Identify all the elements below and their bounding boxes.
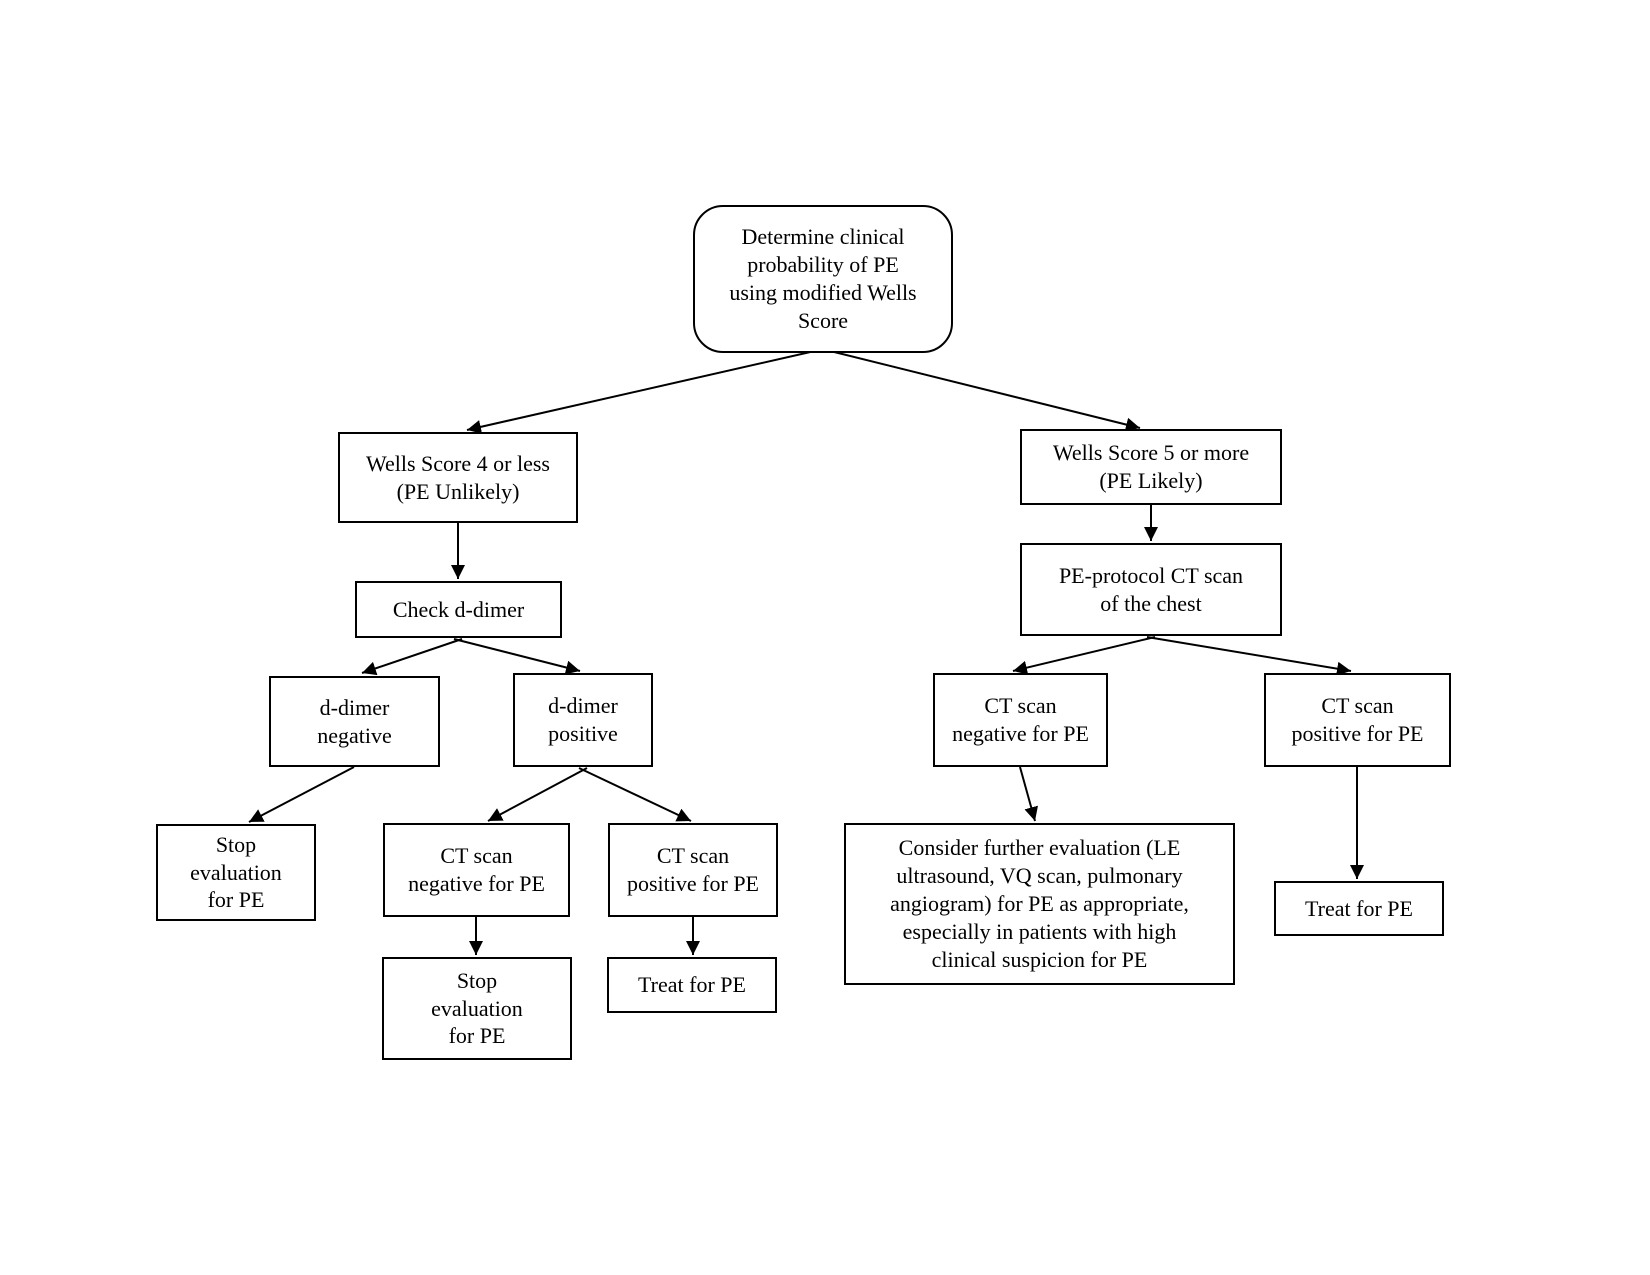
arrow-ddimer-positive-to-ct-negative [487, 767, 588, 822]
arrow-pe-protocol-to-ct-positive [1146, 636, 1352, 676]
node-ct-scan-negative-right: CT scan negative for PE [933, 673, 1108, 767]
node-d-dimer-positive: d-dimer positive [513, 673, 653, 767]
node-treat-for-pe-right: Treat for PE [1274, 881, 1444, 936]
node-stop-evaluation-left: Stop evaluation for PE [156, 824, 316, 921]
node-ct-scan-positive-right: CT scan positive for PE [1264, 673, 1451, 767]
node-stop-evaluation-center: Stop evaluation for PE [382, 957, 572, 1060]
arrow-check-ddimer-to-ddimer-negative [361, 638, 463, 676]
node-d-dimer-negative: d-dimer negative [269, 676, 440, 767]
node-pe-protocol-ct-scan: PE-protocol CT scan of the chest [1020, 543, 1282, 636]
arrow-ddimer-positive-to-ct-positive [578, 767, 692, 822]
node-wells-score-5-or-more: Wells Score 5 or more (PE Likely) [1020, 429, 1282, 505]
node-treat-for-pe-left: Treat for PE [607, 957, 777, 1013]
node-check-d-dimer: Check d-dimer [355, 581, 562, 638]
node-determine-clinical-probability: Determine clinical probability of PE usi… [693, 205, 953, 353]
node-ct-scan-positive-left: CT scan positive for PE [608, 823, 778, 917]
node-wells-score-4-or-less: Wells Score 4 or less (PE Unlikely) [338, 432, 578, 523]
arrow-ddimer-negative-to-stop-eval [248, 766, 355, 823]
arrow-start-to-wells-low [466, 347, 829, 434]
node-ct-scan-negative-left: CT scan negative for PE [383, 823, 570, 917]
node-consider-further-evaluation: Consider further evaluation (LE ultrasou… [844, 823, 1235, 985]
arrow-check-ddimer-to-ddimer-positive [453, 638, 581, 675]
arrow-ct-negative-to-consider [1019, 766, 1038, 822]
arrow-start-to-wells-high [817, 347, 1141, 432]
arrow-pe-protocol-to-ct-negative [1012, 636, 1156, 675]
